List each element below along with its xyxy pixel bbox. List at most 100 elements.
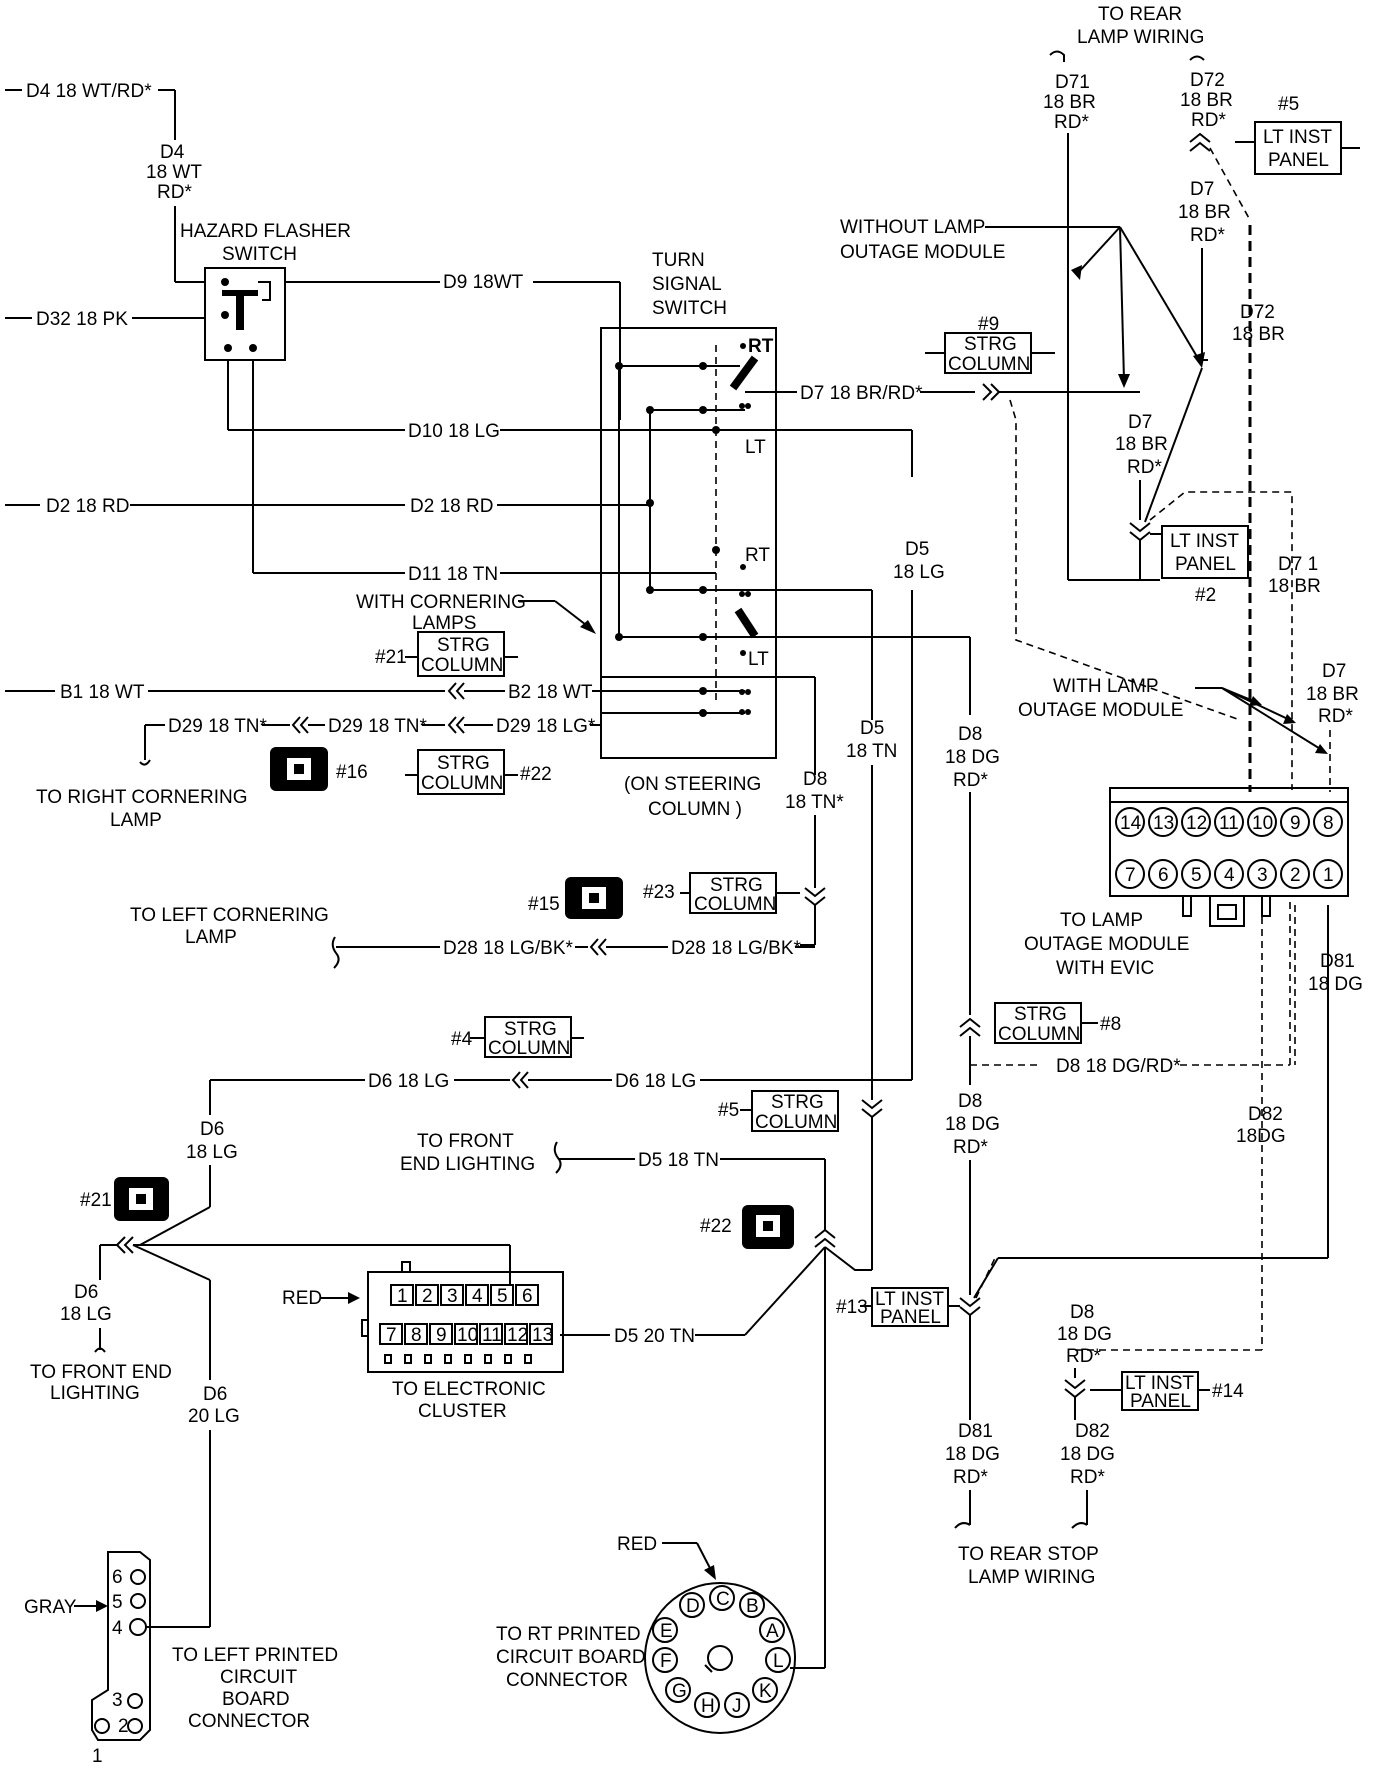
strg-label: STRG [1014, 1004, 1067, 1025]
d7-right-gauge: 18 BR [1306, 684, 1359, 705]
svg-text:13: 13 [1153, 813, 1174, 834]
d5-18tn-label: D5 18 TN [638, 1150, 719, 1171]
d6-left-label: D6 18 LG [368, 1071, 449, 1092]
strg-column-5 [751, 1090, 839, 1132]
d7-right-label: D7 [1322, 661, 1346, 682]
svg-text:J: J [732, 1696, 742, 1717]
outage-module-label: OUTAGE MODULE [840, 242, 1005, 263]
column-label: COLUMN [421, 773, 503, 794]
with-evic-label: WITH EVIC [1056, 958, 1154, 979]
lt-inst-label: LT INST [875, 1289, 944, 1310]
without-lamp-label: WITHOUT LAMP [840, 217, 985, 238]
to-right-cornering-label: TO RIGHT CORNERING [36, 787, 247, 808]
d7-mid-gauge: 18 BR [1115, 434, 1168, 455]
svg-text:13: 13 [532, 1325, 553, 1346]
with-lamp-label: WITH LAMP [1053, 676, 1159, 697]
svg-text:3: 3 [447, 1286, 458, 1307]
d72-label: D72 [1190, 70, 1225, 91]
lighting-label: LIGHTING [50, 1383, 140, 1404]
turn-signal-switch: TURN SIGNAL SWITCH RT LT RT LT (ON STEER… [600, 250, 777, 820]
d7-top-gauge: 18 BR [1178, 202, 1231, 223]
d9-wire-label: D9 18WT [443, 272, 524, 293]
pin-3: 3 [112, 1690, 123, 1711]
d81-low-label: D81 [958, 1421, 993, 1442]
d7-top-label: D7 [1190, 179, 1214, 200]
d6-b-label: 18 LG [186, 1142, 238, 1163]
svg-text:3: 3 [1257, 865, 1268, 886]
connector-16-label: #16 [336, 762, 368, 783]
panel-label: PANEL [880, 1307, 941, 1328]
d6-e-label: D6 [203, 1384, 227, 1405]
hazard-switch-label: SWITCH [222, 244, 297, 265]
connector-15-label: #15 [528, 894, 560, 915]
d6-f-label: 20 LG [188, 1406, 240, 1427]
hazard-flasher-label: HAZARD FLASHER [180, 221, 351, 242]
to-front-end-label: TO FRONT END [30, 1362, 172, 1383]
d2-left-label: D2 18 RD [46, 496, 129, 517]
svg-text:C: C [716, 1589, 730, 1610]
d7-top-color: RD* [1190, 225, 1225, 246]
svg-text:11: 11 [1219, 813, 1239, 834]
d72-mid-label: D72 [1240, 302, 1275, 323]
d11-wire-label: D11 18 TN [408, 564, 498, 585]
hazard-flasher-section: D4 18 WT/RD* D4 18 WT RD* HAZARD FLASHER… [5, 81, 621, 574]
connector-22-label: #22 [520, 764, 552, 785]
d81-gauge: 18 DG [1308, 974, 1363, 995]
strg-label: STRG [710, 875, 763, 896]
svg-text:B: B [746, 1596, 759, 1617]
connector-label: CONNECTOR [188, 1711, 310, 1732]
rt-label-bottom: RT [745, 545, 770, 566]
column-label: COLUMN [694, 894, 776, 915]
lt-inst-label: LT INST [1263, 127, 1332, 148]
d71-mid-gauge: 18 BR [1268, 576, 1321, 597]
d5-tn-gauge: 18 TN [846, 741, 897, 762]
to-rear-label: TO REAR [1098, 4, 1182, 25]
end-lighting-label: END LIGHTING [400, 1154, 535, 1175]
svg-text:1: 1 [1323, 865, 1334, 886]
left-connector-area: #21 D6 18 LG TO FRONT END LIGHTING D6 20… [30, 1177, 511, 1628]
strg-label: STRG [437, 753, 490, 774]
connector-8-label: #8 [1100, 1014, 1121, 1035]
pin-1: 1 [92, 1746, 103, 1767]
svg-text:D: D [686, 1596, 700, 1617]
b1-wire-label: B1 18 WT [60, 682, 145, 703]
d71-color: RD* [1054, 112, 1089, 133]
round-connector-shell [644, 1582, 796, 1734]
svg-text:10: 10 [1252, 813, 1273, 834]
strg-label: STRG [504, 1019, 557, 1040]
cluster-label: CLUSTER [418, 1401, 507, 1422]
red-label-2: RED [617, 1534, 657, 1555]
d6-wires: #4 STRG COLUMN D6 18 LG D6 18 LG D6 18 L… [139, 1016, 912, 1668]
with-cornering-label: WITH CORNERING [356, 592, 526, 613]
cluster-pins-top: 1 2 3 4 5 6 [390, 1284, 539, 1307]
connector-21-label: #21 [375, 647, 407, 668]
d6-right-label: D6 18 LG [615, 1071, 696, 1092]
connector-label-2: CONNECTOR [506, 1670, 628, 1691]
svg-text:L: L [773, 1651, 784, 1672]
d8-right-color: RD* [1066, 1346, 1101, 1367]
electronic-cluster-connector: RED 1 2 3 4 5 6 7 8 9 10 11 12 13 TO ELE… [282, 1261, 564, 1422]
svg-text:4: 4 [1224, 865, 1235, 886]
on-steering-label: (ON STEERING [624, 774, 761, 795]
svg-text:G: G [672, 1681, 687, 1702]
strg-column-23 [689, 872, 777, 914]
d81-low-color: RD* [953, 1467, 988, 1488]
outage-module-label-2: OUTAGE MODULE [1018, 700, 1183, 721]
column-label: COLUMN ) [648, 799, 742, 820]
d7-mid-label: D7 [1128, 412, 1152, 433]
svg-text:A: A [766, 1621, 779, 1642]
d8-tn-gauge: 18 TN* [785, 792, 844, 813]
middle-left-wires: D10 18 LG D2 18 RD D2 18 RD D11 18 TN D5… [5, 421, 971, 1080]
pin-2: 2 [118, 1716, 129, 1737]
connector-22b-label: #22 [700, 1216, 732, 1237]
to-lamp-label: TO LAMP [1060, 910, 1143, 931]
d72-color: RD* [1191, 110, 1226, 131]
signal-label: SIGNAL [652, 274, 722, 295]
svg-text:7: 7 [1125, 865, 1136, 886]
connector-2-label: #2 [1195, 585, 1216, 606]
d32-wire-label: D32 18 PK [36, 309, 128, 330]
right-pcb-connector: RED C B A L K J H G F E D TO RT PRINTED … [496, 1534, 825, 1734]
svg-text:2: 2 [422, 1286, 433, 1307]
connector-4-label: #4 [451, 1029, 473, 1050]
svg-text:E: E [660, 1621, 673, 1642]
